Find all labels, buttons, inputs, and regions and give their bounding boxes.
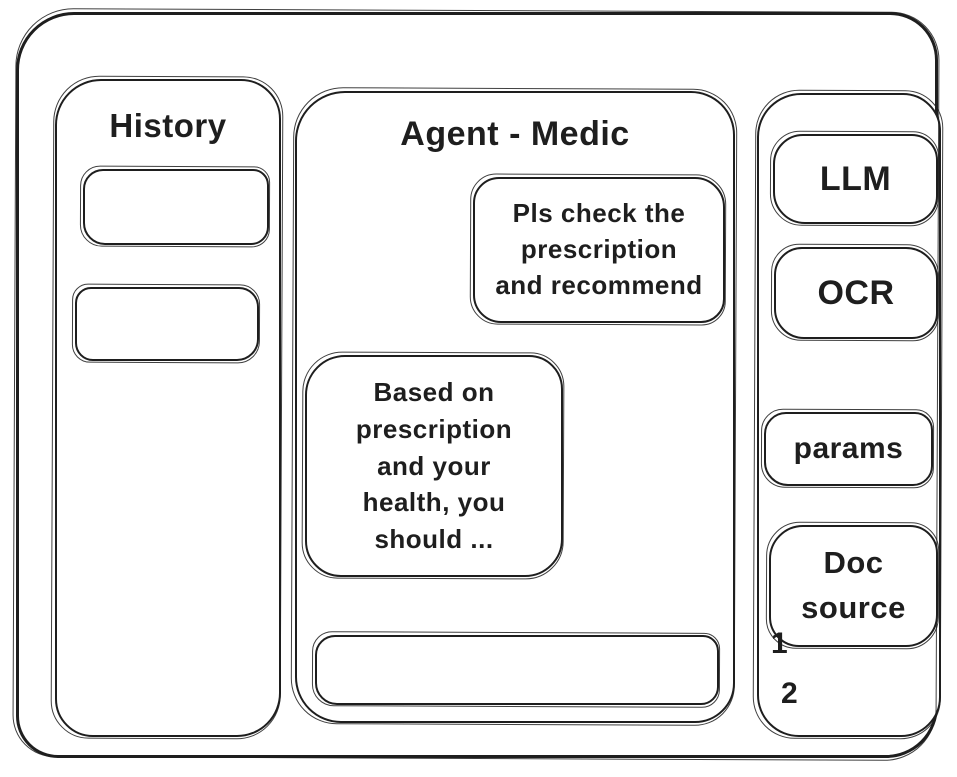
chat-panel: Agent - Medic Pls check the prescription… xyxy=(295,91,735,723)
llm-button[interactable]: LLM xyxy=(773,134,938,224)
doc-source-item-2[interactable]: 2 xyxy=(781,677,798,710)
history-item[interactable] xyxy=(75,287,259,361)
user-message-text: Pls check the prescription and recommend xyxy=(495,198,703,300)
user-message-bubble: Pls check the prescription and recommend xyxy=(473,177,725,323)
doc-source-item-1[interactable]: 1 xyxy=(771,627,788,660)
doc-source-button[interactable]: Doc source xyxy=(769,525,938,647)
chat-panel-title: Agent - Medic xyxy=(400,115,630,153)
app-window-frame: History Agent - Medic Pls check the pres… xyxy=(16,12,941,758)
message-input[interactable] xyxy=(315,635,719,705)
agent-message-bubble: Based on prescription and your health, y… xyxy=(305,355,563,577)
ocr-button[interactable]: OCR xyxy=(774,247,938,339)
tools-panel: LLM OCR params Doc source 1 2 xyxy=(757,93,941,737)
history-item[interactable] xyxy=(83,169,269,245)
history-panel-title: History xyxy=(109,107,227,144)
params-button[interactable]: params xyxy=(764,412,933,486)
agent-message-text: Based on prescription and your health, y… xyxy=(355,376,513,555)
history-panel: History xyxy=(55,79,281,737)
